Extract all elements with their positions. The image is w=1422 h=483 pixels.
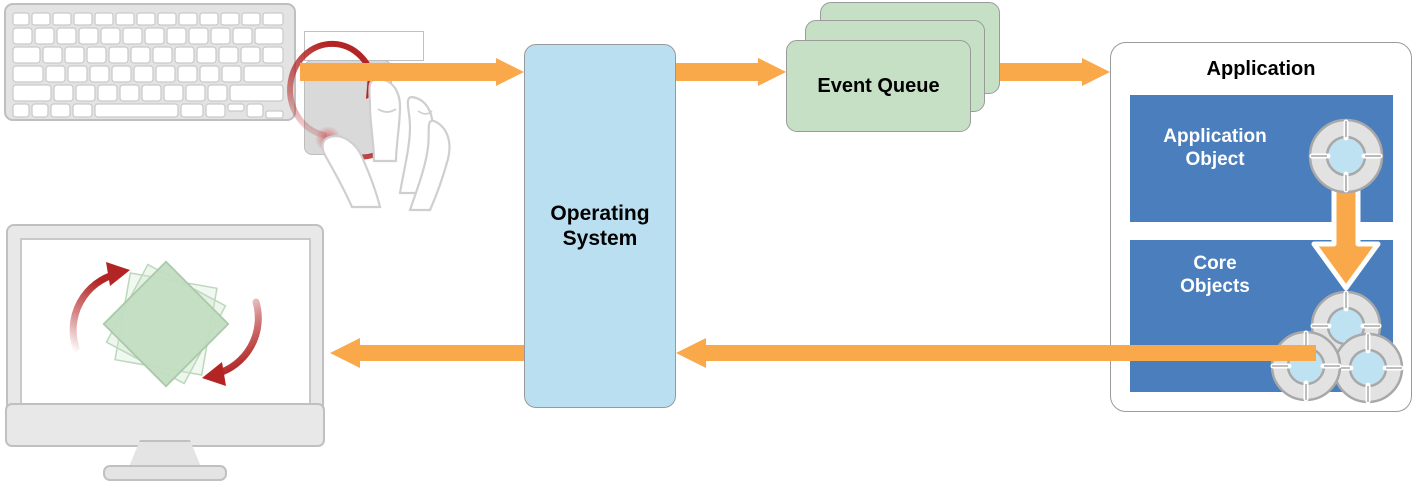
operating-system-label: Operating System bbox=[550, 201, 650, 250]
arrow-os-to-event-queue bbox=[676, 58, 786, 86]
arrow-os-to-display bbox=[330, 338, 526, 368]
monitor-base bbox=[103, 465, 227, 481]
arrow-event-queue-to-application bbox=[1000, 58, 1110, 86]
event-queue-label: Event Queue bbox=[817, 74, 940, 97]
operating-system-node: Operating System bbox=[524, 44, 676, 408]
application-object-label: Application Object bbox=[1163, 126, 1267, 171]
arrow-application-to-os bbox=[676, 338, 1316, 368]
core-objects-label: Core Objects bbox=[1180, 253, 1250, 298]
keyboard-keys bbox=[12, 12, 284, 119]
application-title: Application bbox=[1206, 58, 1316, 80]
trackpad-rotate-gesture-icon bbox=[287, 40, 451, 212]
event-queue-card-front: Event Queue bbox=[786, 40, 971, 132]
object-icon-application bbox=[1308, 118, 1384, 194]
rotating-square-icon bbox=[69, 260, 262, 388]
arrow-trackpad-to-os bbox=[300, 58, 524, 86]
